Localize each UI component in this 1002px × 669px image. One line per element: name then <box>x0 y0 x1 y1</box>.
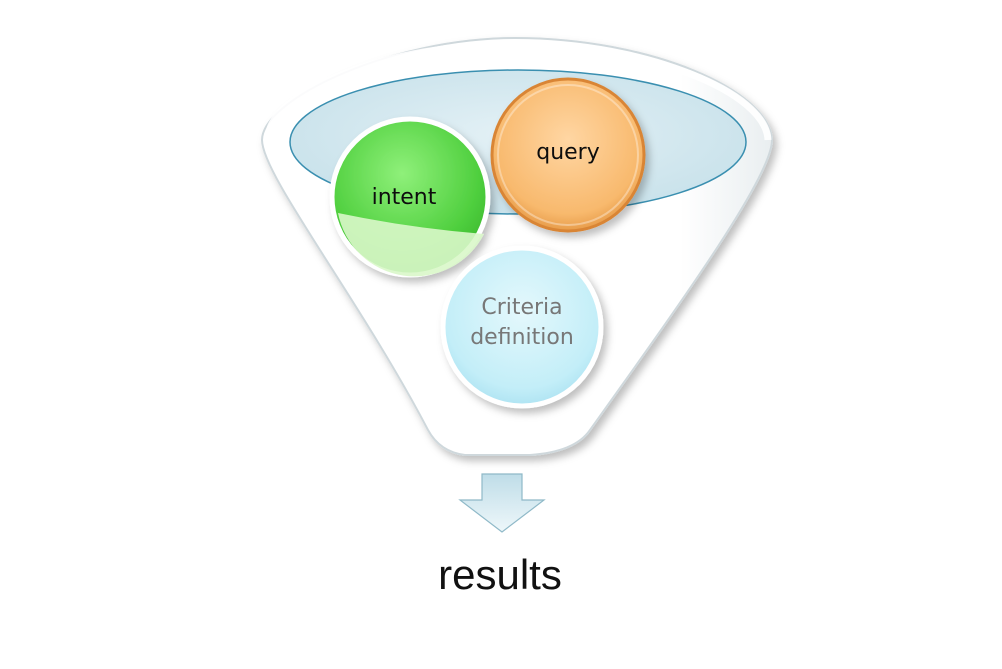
intent-label: intent <box>372 185 437 210</box>
criteria-label-line2: definition <box>470 325 574 350</box>
criteria-label-line1: Criteria <box>481 295 562 320</box>
intent-circle: intent <box>329 116 491 278</box>
results-label: results <box>438 551 562 598</box>
query-circle: query <box>490 77 646 233</box>
down-arrow-icon <box>458 473 546 533</box>
query-label: query <box>536 140 600 165</box>
criteria-definition-circle: Criteria definition <box>440 245 604 409</box>
